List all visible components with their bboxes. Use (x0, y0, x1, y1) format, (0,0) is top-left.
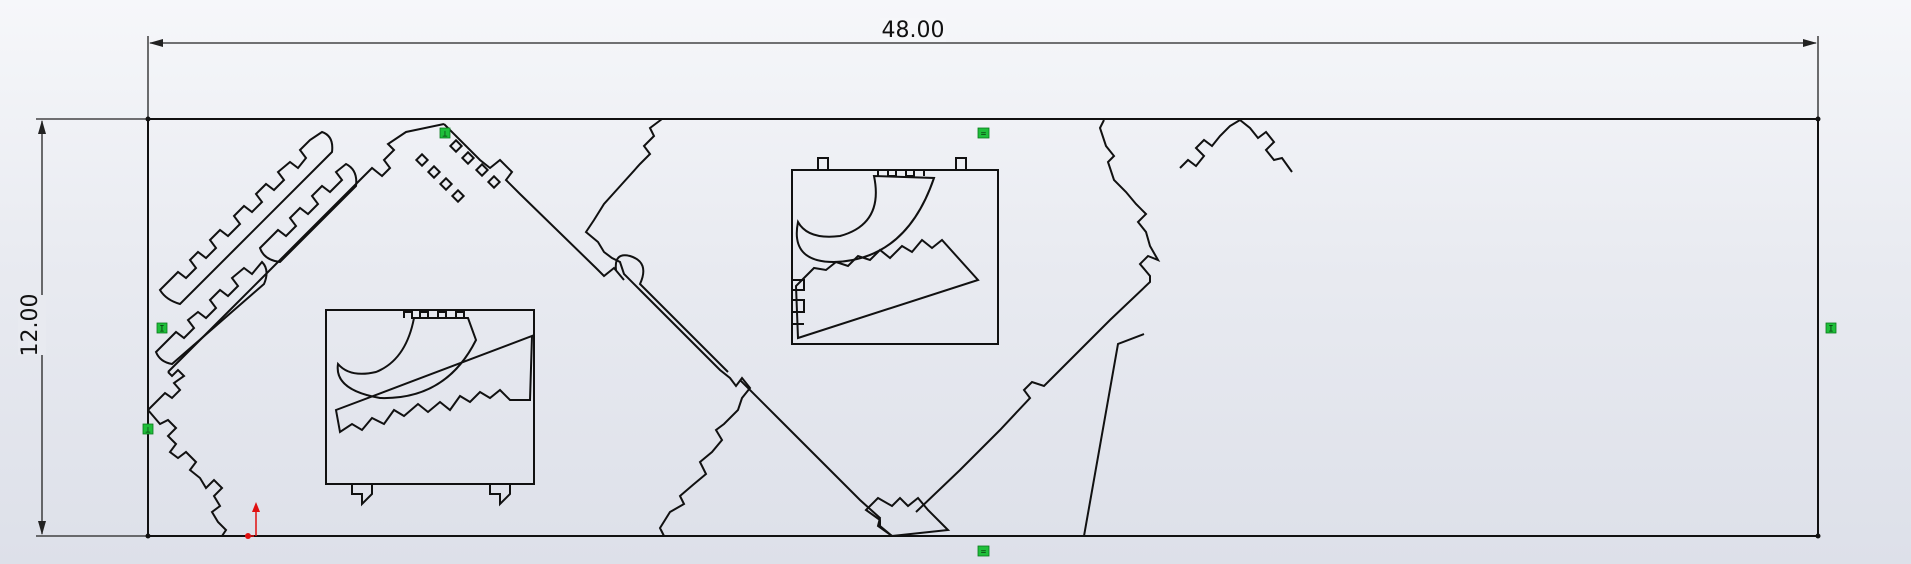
relation-badge-left[interactable]: I (156, 322, 168, 335)
v-part-edge (864, 496, 951, 537)
right-upright-part[interactable] (1083, 119, 1293, 537)
finger-strip (258, 162, 358, 264)
panel-top-tabs (817, 157, 829, 170)
v-part-edge (915, 119, 1161, 513)
upright-tabs (1239, 119, 1293, 173)
square-hole (450, 188, 466, 204)
upright-tabs (1179, 119, 1241, 169)
height-label-bg (18, 295, 46, 355)
corner-points (145, 116, 1821, 539)
panel-wedge (334, 334, 534, 434)
left-part-edge (147, 368, 186, 411)
panel-inner-tabs (877, 169, 925, 177)
panel-top-tabs (955, 157, 967, 170)
square-hole (426, 164, 442, 180)
center-inner-panel[interactable] (791, 157, 999, 345)
left-part-edge (443, 123, 625, 281)
slotted-finger-strips[interactable] (154, 130, 358, 366)
panel-arc-cutout (336, 317, 478, 400)
v-part-edge (739, 379, 893, 537)
height-dimension-value[interactable]: 12.00 (18, 294, 43, 357)
relation-symbol: ⊥ (145, 426, 151, 436)
panel-bottom-tabs (489, 484, 511, 507)
upright-edge (1083, 333, 1145, 537)
panel-arc-cutout (795, 174, 936, 264)
relation-horizontal-icon (977, 545, 990, 557)
panel-left-tabs (791, 279, 805, 325)
left-part-edge (167, 123, 445, 373)
central-v-part[interactable] (584, 118, 1161, 537)
panel-bottom-tabs (351, 484, 373, 507)
left-diamond-part[interactable] (147, 123, 625, 537)
finger-strip (158, 130, 334, 306)
square-hole (438, 176, 454, 192)
relation-badge-bottom[interactable]: = (977, 545, 990, 558)
hole-pattern (414, 138, 502, 204)
relation-symbol: ⊥ (442, 130, 448, 140)
corner-point (1815, 116, 1821, 122)
corner-point (1815, 533, 1821, 539)
relation-coincident-icon (142, 423, 154, 435)
square-hole (414, 152, 430, 168)
corner-point (145, 116, 151, 122)
panel-wedge (794, 238, 980, 340)
v-part-slot (614, 254, 729, 373)
relation-horizontal-icon (977, 127, 990, 139)
corner-point (145, 533, 151, 539)
left-part-edge (147, 409, 228, 537)
left-inner-panel[interactable] (325, 309, 535, 507)
sketch-origin-icon[interactable] (245, 502, 260, 539)
relation-vertical-icon (156, 322, 168, 334)
width-dimension-value[interactable]: 48.00 (882, 18, 945, 43)
square-hole (448, 138, 464, 154)
board-outline[interactable] (147, 118, 1819, 537)
relation-badge-coincident-top[interactable]: ⊥ (439, 127, 451, 140)
relation-badge-right[interactable]: I (1825, 322, 1837, 335)
relation-symbol: I (159, 325, 164, 335)
width-dimension[interactable]: 48.00 (147, 18, 1819, 118)
origin-point (245, 533, 251, 539)
relation-badge-coincident-left[interactable]: ⊥ (142, 423, 154, 436)
relation-badge-top[interactable]: = (977, 127, 990, 140)
panel-outline (325, 309, 535, 485)
relation-symbol: = (981, 548, 987, 558)
square-hole (474, 162, 490, 178)
finger-strip (154, 260, 268, 366)
relation-symbol: = (981, 130, 987, 140)
width-label-bg (880, 18, 946, 42)
origin-arrow (252, 502, 260, 512)
v-part-edge (584, 118, 752, 537)
relation-vertical-icon (1825, 322, 1837, 334)
panel-top-tabs (403, 311, 465, 319)
relation-coincident-icon (439, 127, 451, 139)
relation-symbol: I (1828, 325, 1833, 335)
height-dimension[interactable]: 12.00 (18, 118, 148, 537)
square-hole (486, 174, 502, 190)
panel-outline (791, 169, 999, 345)
square-hole (460, 150, 476, 166)
